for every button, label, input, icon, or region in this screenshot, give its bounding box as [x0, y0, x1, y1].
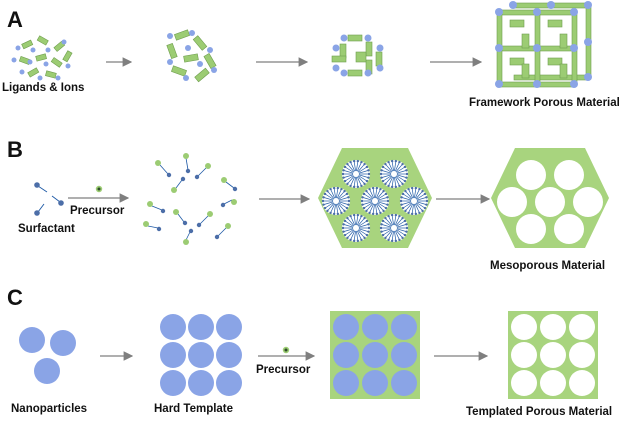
- label-nanoparticles: Nanoparticles: [11, 403, 87, 415]
- micelle: [379, 159, 409, 189]
- label-ligands-ions: Ligands & Ions: [2, 82, 84, 94]
- ligands-ions-cluster: [11, 35, 73, 81]
- micelle-hexagon: [318, 148, 432, 248]
- label-precursor-c: Precursor: [256, 364, 311, 376]
- label-hard-template: Hard Template: [154, 403, 233, 415]
- framework-lattice: [495, 1, 592, 88]
- hard-template: [160, 314, 242, 396]
- precursor-dot-b: [95, 185, 103, 193]
- panel-letter-b: B: [7, 137, 23, 162]
- panel-letter-c: C: [7, 285, 23, 310]
- surfactant-molecules: [34, 182, 64, 216]
- label-templated-porous-material: Templated Porous Material: [466, 406, 612, 418]
- micelle: [341, 213, 371, 243]
- micelle: [379, 213, 409, 243]
- nanoparticles: [19, 327, 76, 384]
- label-framework-porous-material: Framework Porous Material: [469, 97, 620, 109]
- micelle: [399, 186, 429, 216]
- micelle: [341, 159, 371, 189]
- panel-letter-a: A: [7, 7, 23, 32]
- single-cage: [331, 34, 384, 77]
- partial-assembly: [166, 29, 217, 83]
- label-precursor-b: Precursor: [70, 205, 125, 217]
- micelle-array: [321, 159, 429, 243]
- micelle: [321, 186, 351, 216]
- label-mesoporous-material: Mesoporous Material: [490, 260, 605, 272]
- templated-porous-material: [508, 311, 598, 399]
- surfactant-precursor-aggregates: [143, 153, 238, 245]
- label-surfactant: Surfactant: [18, 223, 75, 235]
- mesoporous-hexagon: [491, 148, 609, 248]
- micelle: [360, 186, 390, 216]
- precursor-dot-c: [282, 346, 290, 354]
- filled-template: [330, 311, 420, 399]
